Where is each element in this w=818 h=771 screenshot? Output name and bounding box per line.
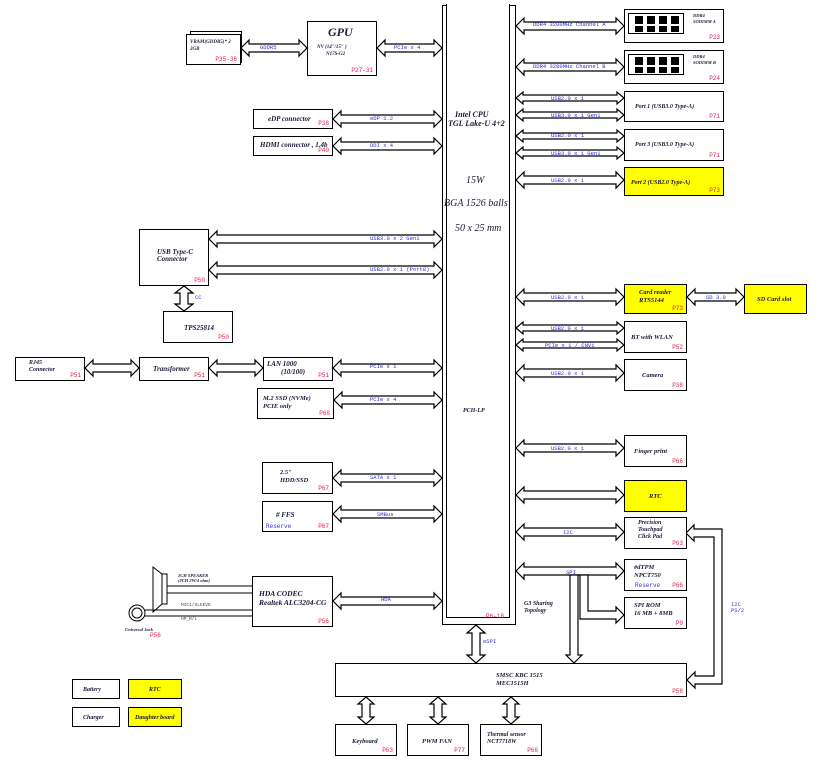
dtpm: #dTPM NPCT750 Reserve P66 <box>624 559 687 591</box>
card-reader: Card reader RTS5144 P73 <box>624 284 687 314</box>
keyboard: Keyboard P63 <box>335 724 397 756</box>
bus-bt-usb2: USB2.0 x 1 <box>551 325 585 332</box>
cpu-page: P6-18 <box>486 613 505 620</box>
universal-jack-label: Universal Jack <box>125 627 153 632</box>
bus-fingerprint-usb2: USB2.0 x 1 <box>551 445 585 452</box>
transformer: Transformer P51 <box>139 357 209 381</box>
bus-card-usb2: USB2.0 x 1 <box>551 294 585 301</box>
bus-port2-usb2: USB2.0 x 1 <box>551 177 585 184</box>
pch-label: PCH-LP <box>463 408 485 414</box>
rj45-connector: RJ45 Connector P51 <box>15 357 85 381</box>
ddr4-sodimm-a: DDR4 SODIMM A P23 <box>624 9 724 43</box>
bus-ddi: DDI x 4 <box>370 142 394 149</box>
embedded-controller: SMSC KBC 1515 MEC1515H P58 <box>335 663 687 697</box>
spi-rom-arrow <box>579 574 625 625</box>
hp-signal: HP_R/L <box>181 617 198 622</box>
usb-port-2: Port 2 (USB2.0 Type-A) P73 <box>624 167 724 196</box>
spi-rom: SPI ROM 16 MB + 8MB P9 <box>624 597 687 629</box>
bus-sata: SATA x 1 <box>370 474 397 481</box>
legend-daughter-board: Daughter board <box>128 707 182 727</box>
fingerprint: Finger print P66 <box>624 435 687 467</box>
mic-signal: MIC1/SLEEVE <box>181 603 211 608</box>
hdd-ssd: 2.5" HDD/SSD P67 <box>262 462 333 494</box>
bus-ddr-a: DDR4 3200MHz Channel A <box>533 21 606 28</box>
bus-i2c-ps2-1: I2C <box>731 601 741 608</box>
cpu-inner-border <box>446 4 510 618</box>
transformer-lan-arrow <box>208 358 264 378</box>
dimm-icon <box>628 13 684 34</box>
cpu-name: Intel CPU <box>455 110 489 119</box>
bus-port1-usb2: USB2.0 x 1 <box>551 95 585 102</box>
thermal-arrow <box>501 696 521 725</box>
fan-arrow <box>428 696 448 725</box>
sd-card-slot: SD Card slot <box>744 284 807 314</box>
bus-port3-usb3: USB3.0 x 1 Gen1 <box>551 150 601 157</box>
cpu-block <box>442 4 516 625</box>
keyboard-arrow <box>356 696 376 725</box>
speaker-spec: (2CH 2W/4 ohm) <box>178 578 211 583</box>
bus-i2c: I2C <box>563 529 573 536</box>
cpu-size: 50 x 25 mm <box>455 223 502 234</box>
hda-codec: HDA CODEC Realtek ALC3204-CG P56 <box>252 576 333 627</box>
cc-arrow <box>173 285 195 312</box>
g3-topology-label: Topology <box>524 608 547 614</box>
bus-port3-usb2: USB2.0 x 1 <box>551 132 585 139</box>
m2-ssd: M.2 SSD (NVMe) PCIE only P68 <box>257 388 334 419</box>
bus-espi: eSPI <box>483 638 497 645</box>
legend-rtc: RTC <box>128 679 182 699</box>
universal-jack-inner <box>131 607 143 619</box>
cpu-power: 15W <box>466 175 485 186</box>
ddr4-sodimm-b: DDR4 SODIMM B P24 <box>624 50 724 84</box>
bus-edp: eDP 1.2 <box>370 115 394 122</box>
spi-ec-arrow <box>564 574 584 664</box>
speaker-magnet <box>161 573 168 605</box>
hdmi-connector: HDMI connector , 1.4b P40 <box>253 136 333 156</box>
pwm-fan: PWM FAN P77 <box>407 724 469 756</box>
rtc: RTC <box>624 480 687 512</box>
bus-typec-usb2: USB2.0 x 1 (Port8) <box>370 266 430 273</box>
bus-i2c-ps2-2: PS/2 <box>731 607 745 614</box>
touchpad: Precision Touchpad Click Pad P63 <box>624 517 687 549</box>
bus-gddr5: GDDR5 <box>260 44 277 51</box>
bt-wlan: BT with WLAN P52 <box>624 321 687 353</box>
vram-block: VRAM(GDDR5)* 2 2GB P35-36 <box>186 34 241 65</box>
cpu-model: TGL Lake-U 4+2 <box>448 119 505 128</box>
lan-controller: LAN 1000 (10/100) P51 <box>263 357 333 381</box>
ffs-sensor: # FFS Reserve P67 <box>262 501 333 532</box>
rj45-transformer-arrow <box>84 358 140 378</box>
bus-port1-usb3: USB3.0 x 1 Gen1 <box>551 112 601 119</box>
bus-sd: SD 3.0 <box>706 294 726 301</box>
usb-typec-connector: USB Type-C Connector P50 <box>139 229 209 286</box>
cpu-package: BGA 1526 balls <box>444 198 508 209</box>
bus-smbus: SMBus <box>377 511 394 518</box>
edp-connector: eDP connector P38 <box>253 109 333 129</box>
bus-ddr-b: DDR4 3200MHz Channel B <box>533 63 606 70</box>
bus-bt-pcie: PCIe x 1 / CNVi <box>545 342 595 349</box>
g3-sharing-label: G3 Sharing <box>524 601 553 607</box>
bus-camera-usb2: USB2.0 x 1 <box>551 370 585 377</box>
tps25814: TPS25814 P50 <box>163 311 233 343</box>
speaker-label: 2CH SPEAKER <box>178 573 209 578</box>
speaker-icon <box>152 565 163 614</box>
bus-typec-usb3: USB3.0 x 2 Gen1 <box>370 235 420 242</box>
bus-gpu-pcie: PCIe x 4 <box>394 44 421 51</box>
legend-charger: Charger <box>72 707 120 727</box>
rtc-arrow <box>515 485 625 505</box>
bus-spi: SPI <box>566 569 576 576</box>
usb-port-3: Port 3 (USB3.0 Type-A) P71 <box>624 129 724 161</box>
bus-lan-pcie: PCIe x 1 <box>370 363 397 370</box>
legend-battery: Battery <box>72 679 120 699</box>
thermal-sensor: Thermal sensor NCT7718W P66 <box>480 724 542 756</box>
dimm-icon <box>628 54 684 75</box>
usb-port-1: Port 1 (USB3.0 Type-A) P71 <box>624 91 724 122</box>
i2c-ps2-arrow <box>685 523 723 690</box>
bus-ssd-pcie: PCIe x 4 <box>370 396 397 403</box>
jack-page: P56 <box>150 632 161 639</box>
bus-cc: CC <box>195 294 202 301</box>
gpu-block: GPU NV (14"/15" ) N17S-G2 P27-31 <box>307 21 377 76</box>
bus-hda: HDA <box>381 596 391 603</box>
camera: Camera P38 <box>624 359 687 391</box>
